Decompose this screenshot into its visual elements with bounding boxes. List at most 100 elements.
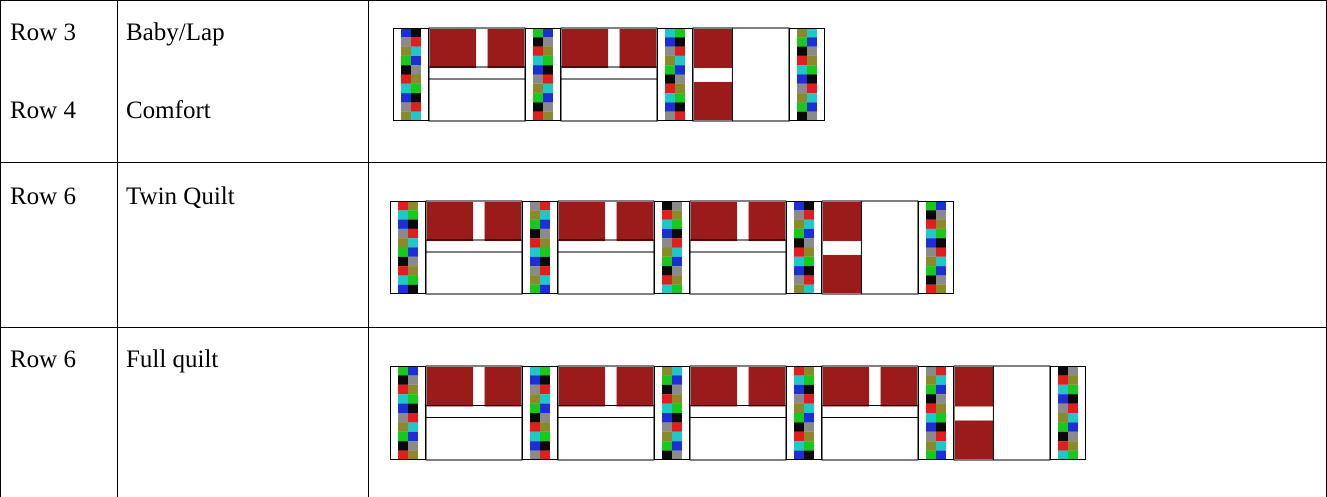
strip-square <box>926 201 936 210</box>
strip-square <box>662 413 672 422</box>
strip-square <box>665 75 675 84</box>
strip-square <box>543 47 553 56</box>
quilt-block <box>426 201 522 294</box>
strip-square <box>672 238 682 247</box>
strip-square <box>543 28 553 37</box>
strip-square <box>804 385 814 394</box>
strip-square <box>401 37 411 46</box>
strip-square <box>926 422 936 431</box>
strip-square <box>662 229 672 238</box>
strip-square <box>408 432 418 441</box>
strip-square <box>936 394 946 403</box>
strip-square <box>401 65 411 74</box>
strip-square <box>794 366 804 375</box>
half-maroon-bottom <box>694 82 732 120</box>
strip-square <box>533 75 543 84</box>
strip-square <box>936 404 946 413</box>
strip-square <box>398 248 408 257</box>
strip-square <box>543 75 553 84</box>
strip-square <box>797 102 807 111</box>
color-strip <box>523 201 558 294</box>
strip-square <box>533 37 543 46</box>
strip-square <box>797 75 807 84</box>
strip-square <box>530 394 540 403</box>
strip-square <box>675 28 685 37</box>
strip-square <box>797 47 807 56</box>
strip-square <box>936 201 946 210</box>
strip-square <box>662 248 672 257</box>
strip-square <box>530 285 540 294</box>
strip-square <box>804 422 814 431</box>
strip-square <box>398 394 408 403</box>
quilt-block <box>426 366 522 460</box>
strip-square <box>411 112 421 121</box>
strip-square <box>543 56 553 65</box>
strip-square <box>804 257 814 266</box>
strip-square <box>540 404 550 413</box>
quilt-row-3 <box>391 366 1086 460</box>
strip-square <box>926 432 936 441</box>
strip-square <box>665 56 675 65</box>
strip-square <box>672 275 682 284</box>
strip-square <box>672 210 682 219</box>
strip-square <box>807 65 817 74</box>
strip-square <box>807 56 817 65</box>
strip-square <box>926 451 936 460</box>
quilt-half-block <box>954 366 1050 460</box>
strip-square <box>936 375 946 384</box>
half-maroon-top <box>823 202 861 241</box>
strip-square <box>936 441 946 450</box>
strip-square <box>936 248 946 257</box>
strip-square <box>797 65 807 74</box>
quilt-block <box>822 366 918 460</box>
half-maroon-top <box>955 367 993 406</box>
strip-square <box>794 238 804 247</box>
strip-square <box>1068 451 1078 460</box>
strip-square <box>411 56 421 65</box>
strip-square <box>662 404 672 413</box>
strip-square <box>408 248 418 257</box>
strip-square <box>408 220 418 229</box>
quilt-row-1 <box>394 28 825 121</box>
strip-square <box>408 413 418 422</box>
strip-square <box>408 201 418 210</box>
strip-square <box>398 238 408 247</box>
strip-square <box>1068 441 1078 450</box>
strip-square <box>794 266 804 275</box>
strip-square <box>807 75 817 84</box>
color-strip <box>658 28 693 121</box>
strip-square <box>401 28 411 37</box>
strip-square <box>530 210 540 219</box>
strip-square <box>665 37 675 46</box>
strip-square <box>926 394 936 403</box>
strip-square <box>1058 422 1068 431</box>
strip-square <box>540 413 550 422</box>
strip-square <box>936 266 946 275</box>
strip-square <box>1058 404 1068 413</box>
block-maroon-right <box>881 367 917 406</box>
strip-square <box>398 285 408 294</box>
strip-square <box>672 201 682 210</box>
strip-square <box>543 102 553 111</box>
strip-square <box>1058 385 1068 394</box>
strip-square <box>408 366 418 375</box>
strip-square <box>926 266 936 275</box>
strip-square <box>408 404 418 413</box>
strip-square <box>401 75 411 84</box>
strip-square <box>1058 375 1068 384</box>
half-maroon-bottom <box>955 421 993 459</box>
block-maroon-right <box>749 367 785 406</box>
strip-square <box>662 385 672 394</box>
strip-square <box>540 275 550 284</box>
strip-square <box>533 47 543 56</box>
strip-square <box>672 375 682 384</box>
strip-square <box>530 238 540 247</box>
strip-square <box>401 93 411 102</box>
strip-square <box>540 432 550 441</box>
color-strip <box>919 201 954 294</box>
strip-square <box>672 266 682 275</box>
strip-square <box>797 37 807 46</box>
strip-square <box>794 229 804 238</box>
strip-square <box>797 93 807 102</box>
